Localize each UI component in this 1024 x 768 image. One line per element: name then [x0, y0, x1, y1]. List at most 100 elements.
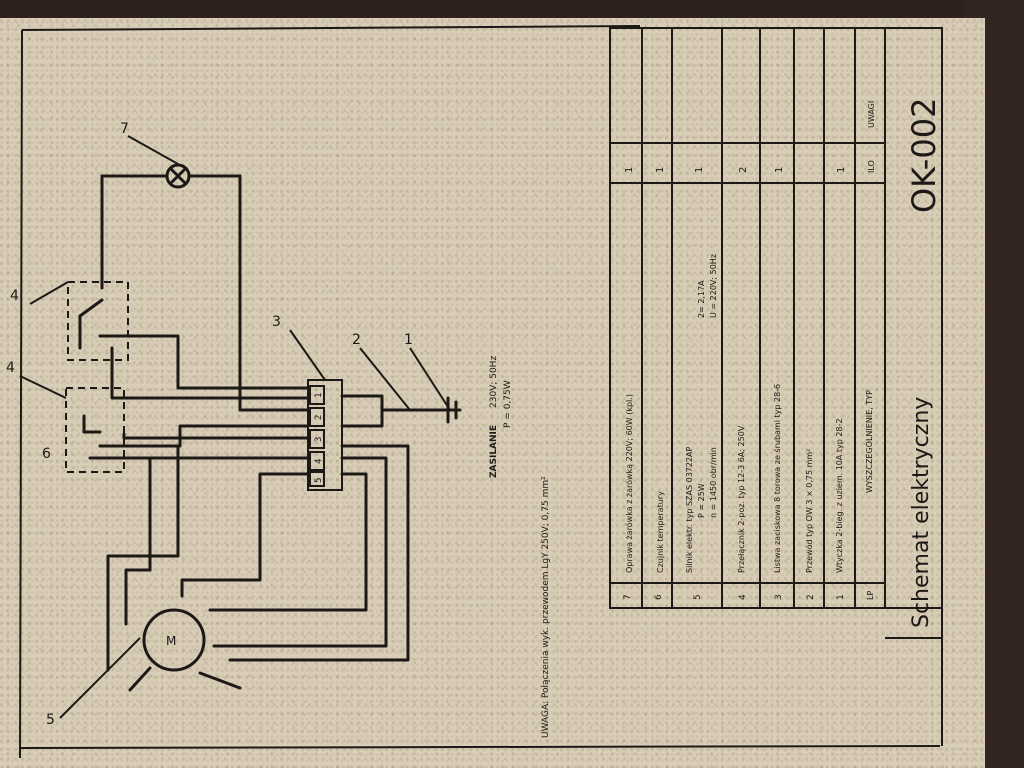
header-desc: WYSZCZEGÓLNIENIE, TYP: [863, 390, 874, 493]
motor-param: 2= 2,17A: [697, 280, 706, 318]
terminal: [309, 407, 325, 427]
motor-param: n = 1450 obr/min: [709, 447, 718, 518]
table-row-4: Przełącznik 2-poz. typ 12-3 6A; 250V: [737, 425, 746, 573]
part-qty: 1: [624, 167, 635, 173]
part-qty: 1: [836, 167, 847, 173]
switch-contact: [78, 298, 104, 318]
drawing-number-text: OK-002: [905, 98, 943, 213]
wiring: 1 2 3 4 5: [6, 121, 462, 728]
supply-power: P = 0,75W: [503, 380, 513, 428]
supply-label: ZASILANIE: [489, 425, 499, 478]
part-pos: LP: [866, 591, 875, 600]
part-pos: 3: [774, 594, 784, 600]
callout-3: 3: [272, 314, 281, 330]
part-qty: 1: [655, 167, 666, 173]
table-row-2: Przewód typ OW 3 × 0,75 mm²: [804, 449, 814, 573]
part-desc: Oprawa żarówka z żarówką 220V; 60W (kpl.…: [624, 394, 634, 573]
terminal-mark: 3: [314, 437, 324, 442]
table-header-row: WYSZCZEGÓLNIENIE, TYP: [863, 390, 874, 493]
switch-box-lower: [65, 387, 125, 473]
wire: [98, 424, 310, 448]
wire: [110, 346, 310, 400]
wire: [228, 444, 410, 662]
motor-params-b: n = 1450 obr/min U = 220V; 50Hz: [709, 254, 718, 518]
table-row-1: Wtyczka 2-bieg. z uziem. 10A typ 28-2: [835, 418, 844, 573]
schematic-sheet: Oprawa żarówka z żarówką 220V; 60W (kpl.…: [0, 18, 985, 768]
wire: [180, 472, 310, 598]
table-row-7: Oprawa żarówka z żarówką 220V; 60W (kpl.…: [624, 394, 634, 573]
wire: [106, 444, 180, 672]
wire: [122, 432, 310, 440]
motor-param: P = 25W: [697, 483, 706, 518]
part-desc: Przełącznik 2-poz. typ 12-3 6A; 250V: [737, 425, 746, 573]
part-qty: 1: [694, 167, 705, 173]
terminal: [309, 385, 325, 405]
wire: [208, 472, 368, 612]
parts-table: Oprawa żarówka z żarówką 220V; 60W (kpl.…: [609, 27, 943, 746]
callout-4-lower: 4: [6, 360, 15, 376]
callout-5: 5: [46, 712, 55, 728]
wire: [340, 394, 384, 428]
border-bottom: [19, 745, 941, 749]
terminal-mark: 2: [314, 415, 324, 420]
part-desc: Czujnik temperatury: [656, 491, 665, 573]
wire: [212, 456, 388, 648]
terminal-mark: 1: [314, 393, 324, 398]
part-qty: 2: [738, 167, 749, 173]
part-desc: Wtyczka 2-bieg. z uziem. 10A typ 28-2: [835, 418, 844, 573]
wire: [98, 334, 310, 390]
col-remarks-header: UWAGI: [867, 101, 876, 128]
terminal: [309, 471, 325, 487]
border-top: [21, 25, 641, 31]
part-pos: 2: [806, 594, 816, 600]
part-desc: Silnik elektr. typ SZAS 03722AP: [685, 446, 694, 573]
part-qty: ILO: [867, 160, 876, 173]
terminal-strip: 1 2 3 4 5: [307, 379, 343, 491]
part-pos: 5: [693, 594, 703, 600]
motor-symbol: [142, 608, 206, 672]
motor-label: M: [166, 634, 176, 648]
supply-note: ZASILANIE 230V; 50Hz: [489, 356, 499, 478]
callout-6: 6: [42, 446, 51, 462]
callout-2: 2: [352, 332, 361, 348]
table-row-6: Czujnik temperatury: [656, 491, 665, 573]
callout-7: 7: [120, 121, 129, 137]
callout-leader: [59, 637, 141, 719]
callout-leader: [127, 135, 179, 165]
terminal-mark: 5: [314, 478, 324, 483]
supply-power-text: P = 0,75W: [503, 380, 513, 428]
part-pos: 1: [836, 594, 846, 600]
part-pos: 7: [623, 594, 633, 600]
wire: [198, 671, 242, 690]
part-pos: 4: [738, 594, 748, 600]
part-qty: 1: [774, 167, 785, 173]
supply-voltage: 230V; 50Hz: [489, 356, 499, 408]
table-row-5: Silnik elektr. typ SZAS 03722AP: [685, 446, 694, 573]
wire: [124, 456, 152, 626]
part-pos: 6: [654, 594, 664, 600]
callout-4-upper: 4: [10, 288, 19, 304]
callout-leader: [289, 329, 326, 381]
terminal-mark: 4: [314, 459, 324, 464]
callout-leader: [359, 347, 411, 411]
wiring-note: UWAGA: Połączenia wyk. przewodem LgY 250…: [541, 476, 551, 738]
border-left: [19, 29, 23, 759]
part-desc: Listwa zaciskowa 8 torowa ze śrubami typ…: [772, 384, 782, 573]
callout-leader: [409, 347, 451, 411]
wire: [128, 666, 152, 692]
table-row-3: Listwa zaciskowa 8 torowa ze śrubami typ…: [772, 384, 782, 573]
sheet-title: Schemat elektryczny: [909, 397, 934, 628]
terminal: [309, 429, 325, 449]
callout-leader: [29, 281, 69, 305]
callout-leader: [19, 375, 67, 399]
schematic-drawing: Oprawa żarówka z żarówką 220V; 60W (kpl.…: [6, 25, 943, 759]
motor-params-a: P = 25W 2= 2,17A: [697, 280, 706, 518]
switch-box-upper: [67, 281, 129, 361]
lamp-cross: [169, 167, 187, 185]
callout-1: 1: [404, 332, 413, 348]
terminal: [309, 451, 325, 471]
drawing-number: OK-002: [905, 98, 943, 213]
sheet-title-text: Schemat elektryczny: [909, 397, 934, 628]
part-desc: Przewód typ OW 3 × 0,75 mm²: [804, 449, 814, 573]
